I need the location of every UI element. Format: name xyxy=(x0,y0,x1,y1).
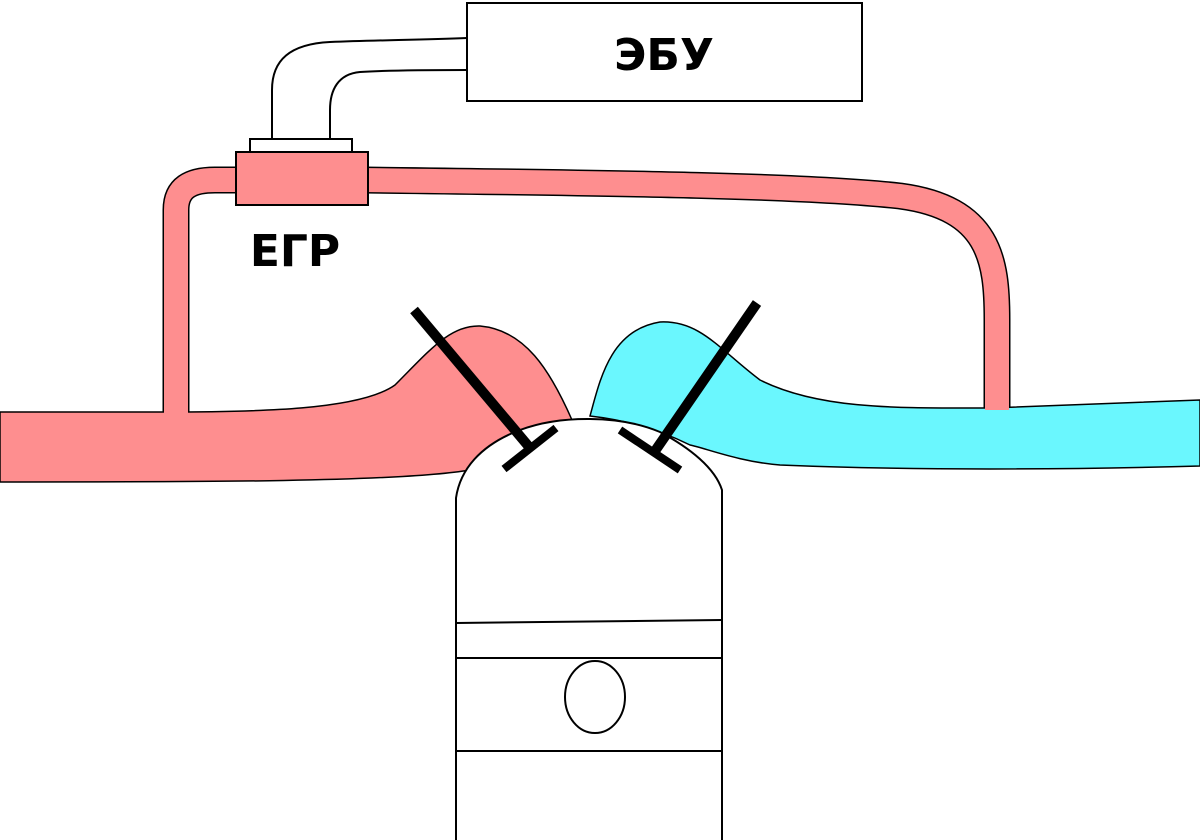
piston-ring-top xyxy=(455,619,723,624)
egr-valve: ЕГР xyxy=(235,138,369,277)
egr-valve-body xyxy=(235,151,369,206)
exhaust-valve-head xyxy=(501,424,559,473)
egr-pipe-fill-right xyxy=(362,168,1009,410)
exhaust-valve-stem xyxy=(410,306,534,452)
ecu-unit: ЭБУ xyxy=(466,2,863,102)
intake-valve-head xyxy=(617,426,683,474)
exhaust-valve xyxy=(410,306,559,473)
intake-valve-stem xyxy=(650,300,762,454)
piston-pin xyxy=(564,660,626,734)
ecu-wire-inner xyxy=(329,69,468,140)
egr-pipe-fill-left xyxy=(164,168,242,414)
exhaust-manifold xyxy=(0,325,574,483)
egr-label: ЕГР xyxy=(250,226,340,277)
ecu-label: ЭБУ xyxy=(614,30,714,81)
cylinder-head xyxy=(455,418,723,840)
ecu-wire-outer xyxy=(271,37,468,140)
intake-valve xyxy=(617,300,762,474)
egr-valve-cap xyxy=(249,138,353,153)
ecu-wires xyxy=(271,37,468,140)
engine-cylinder xyxy=(455,418,723,840)
egr-pipe xyxy=(162,166,1011,414)
ecu-box xyxy=(466,2,863,102)
intake-manifold xyxy=(589,321,1200,470)
